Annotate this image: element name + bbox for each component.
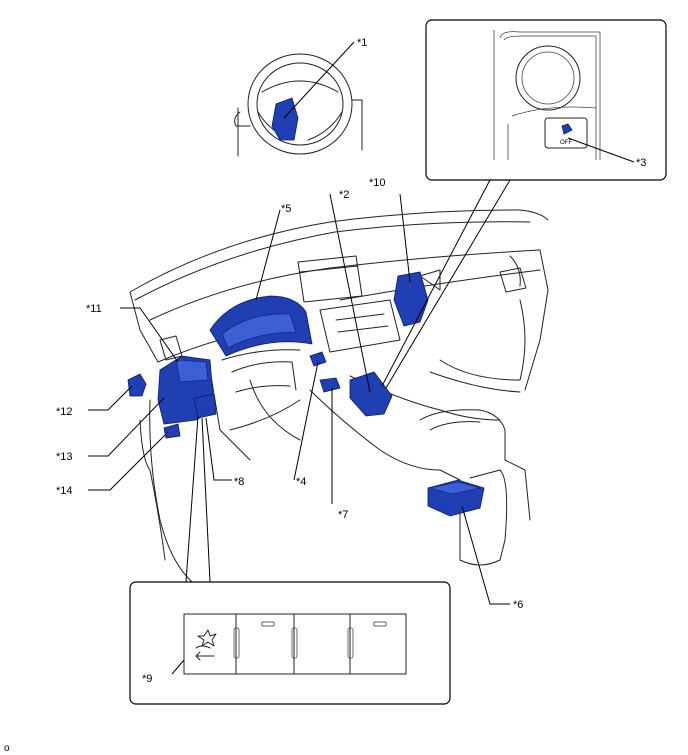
part-8	[193, 393, 217, 419]
callout-4: *4	[296, 476, 306, 488]
part-14	[163, 423, 181, 439]
callout-1: *1	[357, 37, 367, 49]
callout-8: *8	[234, 476, 244, 488]
callout-5: *5	[281, 203, 291, 215]
callout-10: *10	[369, 177, 386, 189]
callout-7: *7	[338, 509, 348, 521]
leader-lines	[88, 41, 635, 675]
part-7	[319, 377, 341, 393]
callout-9: *9	[142, 673, 152, 685]
callout-2: *2	[339, 189, 349, 201]
callout-6: *6	[513, 599, 523, 611]
part-10	[393, 271, 429, 327]
callout-12: *12	[56, 406, 73, 418]
steering-part-1	[271, 97, 299, 141]
off-label: OFF	[560, 140, 572, 146]
part-4	[309, 351, 327, 367]
inset-pointer-bottom	[185, 415, 211, 583]
part-5-combination-meter	[209, 295, 313, 357]
part-12	[127, 373, 147, 397]
dashboard-outline	[129, 209, 549, 597]
inset-switch-3	[425, 19, 667, 181]
part-6	[427, 479, 485, 517]
callout-3: *3	[636, 157, 646, 169]
steering-wheel	[234, 53, 363, 157]
inset-pointer-top	[381, 179, 511, 389]
part-2	[349, 371, 393, 417]
callout-14: *14	[56, 485, 73, 497]
inset-switch-9	[129, 581, 451, 705]
figure-code: o	[4, 743, 10, 754]
callout-13: *13	[56, 451, 73, 463]
callout-11: *11	[86, 303, 102, 315]
